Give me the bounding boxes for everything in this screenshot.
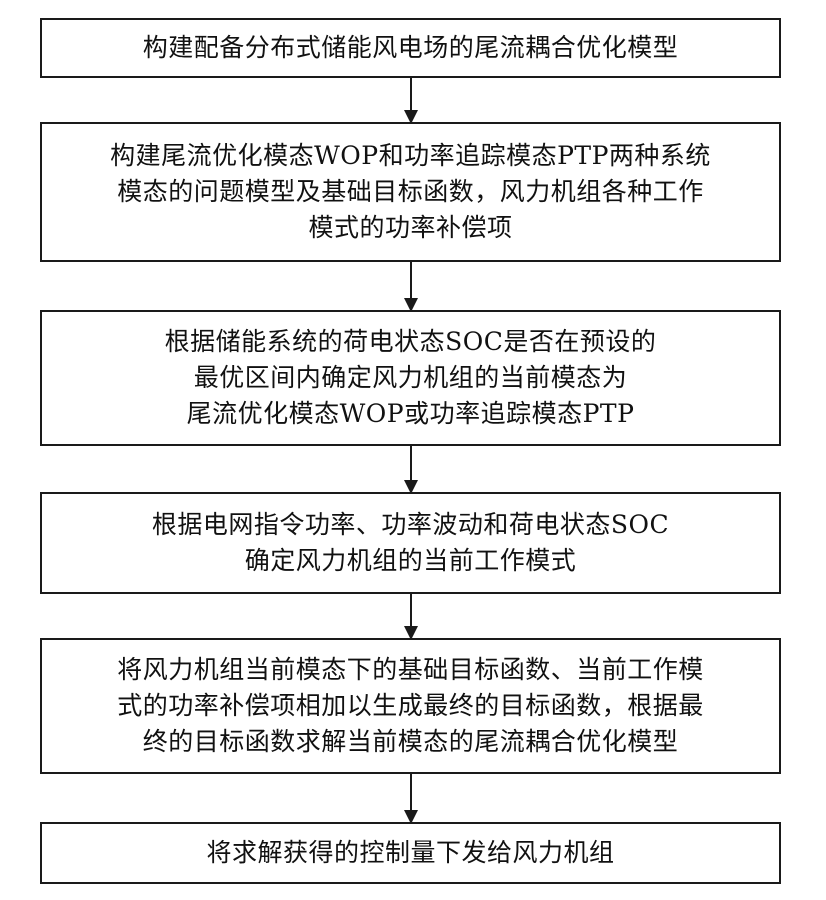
step-6-line-1: 将求解获得的控制量下发给风力机组: [206, 835, 614, 871]
step-4-line-1: 根据电网指令功率、功率波动和荷电状态SOC: [152, 507, 669, 543]
flow-step-3: 根据储能系统的荷电状态SOC是否在预设的 最优区间内确定风力机组的当前模态为 尾…: [40, 310, 781, 446]
step-3-line-2: 最优区间内确定风力机组的当前模态为: [194, 360, 628, 396]
step-2-line-1: 构建尾流优化模态WOP和功率追踪模态PTP两种系统: [110, 138, 711, 174]
flow-step-6: 将求解获得的控制量下发给风力机组: [40, 822, 781, 884]
step-2-line-3: 模式的功率补偿项: [308, 210, 512, 246]
step-2-line-2: 模态的问题模型及基础目标函数，风力机组各种工作: [117, 174, 704, 210]
flow-step-2: 构建尾流优化模态WOP和功率追踪模态PTP两种系统 模态的问题模型及基础目标函数…: [40, 122, 781, 262]
arrow-down-icon: [410, 594, 412, 638]
step-5-line-3: 终的目标函数求解当前模态的尾流耦合优化模型: [143, 724, 679, 760]
arrow-down-icon: [410, 78, 412, 122]
arrow-down-icon: [410, 262, 412, 310]
step-5-line-2: 式的功率补偿项相加以生成最终的目标函数，根据最: [117, 688, 704, 724]
flow-step-4: 根据电网指令功率、功率波动和荷电状态SOC 确定风力机组的当前工作模式: [40, 492, 781, 594]
step-1-line-1: 构建配备分布式储能风电场的尾流耦合优化模型: [143, 30, 679, 66]
flow-step-5: 将风力机组当前模态下的基础目标函数、当前工作模 式的功率补偿项相加以生成最终的目…: [40, 638, 781, 774]
step-3-line-3: 尾流优化模态WOP或功率追踪模态PTP: [187, 396, 635, 432]
step-5-line-1: 将风力机组当前模态下的基础目标函数、当前工作模: [117, 652, 704, 688]
flow-step-1: 构建配备分布式储能风电场的尾流耦合优化模型: [40, 18, 781, 78]
arrow-down-icon: [410, 446, 412, 492]
step-4-line-2: 确定风力机组的当前工作模式: [245, 543, 577, 579]
step-3-line-1: 根据储能系统的荷电状态SOC是否在预设的: [165, 324, 657, 360]
arrow-down-icon: [410, 774, 412, 822]
